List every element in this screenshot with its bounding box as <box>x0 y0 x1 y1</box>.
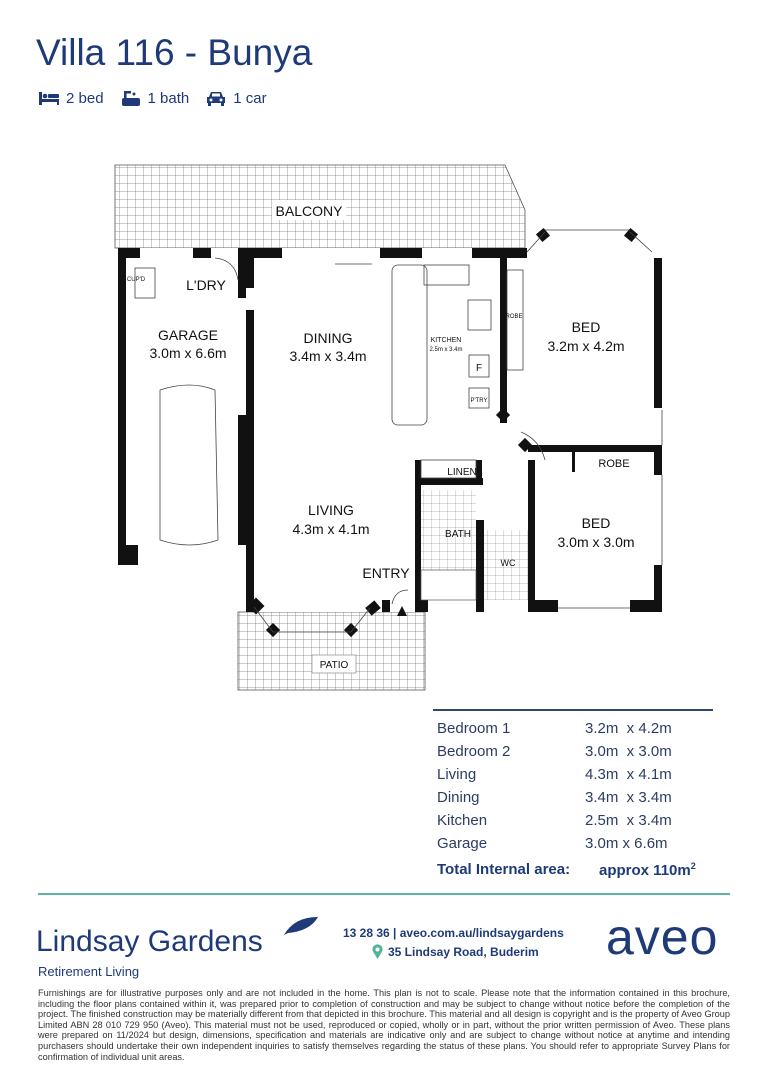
features-row: 2 bed 1 bath 1 car <box>38 89 267 107</box>
cupboard-label: CUP'D <box>127 277 146 283</box>
walls <box>118 227 662 638</box>
feature-label: 1 bath <box>147 89 190 107</box>
footer-divider <box>38 893 730 895</box>
room-size: 2.5m x 3.4m <box>585 812 672 829</box>
kitchen-label: KITCHEN <box>431 337 462 344</box>
room-name: Bedroom 2 <box>437 743 511 760</box>
kitchen-size: 2.5m x 3.4m <box>429 347 462 353</box>
fridge-label: F <box>476 363 482 374</box>
room-name: Bedroom 1 <box>437 720 511 737</box>
patio-label: PATIO <box>320 660 349 671</box>
brand-subtitle: Retirement Living <box>38 964 140 979</box>
laundry-label: L'DRY <box>186 277 226 293</box>
robe-label: ROBE <box>598 458 629 470</box>
table-row: Kitchen 2.5m x 3.4m <box>437 809 717 832</box>
pantry-label: P'TRY <box>470 398 487 404</box>
floor-plan: BALCONY PATIO <box>114 164 663 691</box>
feature-bed: 2 bed <box>38 89 104 107</box>
bed1-label: BED <box>572 319 601 335</box>
entry-label: ENTRY <box>362 565 410 581</box>
bed1-size: 3.2m x 4.2m <box>547 338 624 354</box>
address-line: 35 Lindsay Road, Buderim <box>372 944 539 959</box>
feature-car: 1 car <box>205 89 267 107</box>
room-size: 3.2m x 4.2m <box>585 720 672 737</box>
garage-size: 3.0m x 6.6m <box>149 345 226 361</box>
room-name: Living <box>437 766 477 783</box>
bed-icon <box>39 92 59 105</box>
total-value-wrap: approx 110m2 <box>599 861 696 879</box>
room-name: Kitchen <box>437 812 488 829</box>
dining-size: 3.4m x 3.4m <box>289 348 366 364</box>
disclaimer-text: Furnishings are for illustrative purpose… <box>38 988 730 1062</box>
contact-line[interactable]: 13 28 36 | aveo.com.au/lindsaygardens <box>343 926 564 940</box>
room-size: 3.0m x 3.0m <box>585 743 672 760</box>
page-title: Villa 116 - Bunya <box>36 32 313 73</box>
brand-name: Lindsay Gardens <box>36 925 263 958</box>
robe-small-label: ROBE <box>505 314 522 320</box>
table-row: Dining 3.4m x 3.4m <box>437 786 717 809</box>
feature-bath: 1 bath <box>120 89 190 107</box>
leaf-logo-icon <box>284 917 318 935</box>
bed2-label: BED <box>582 515 611 531</box>
total-value: approx 110m <box>599 862 691 879</box>
car-icon <box>207 92 226 106</box>
dining-label: DINING <box>304 330 353 346</box>
total-unit-sup: 2 <box>690 861 696 871</box>
living-size: 4.3m x 4.1m <box>292 521 369 537</box>
feature-label: 2 bed <box>66 89 104 107</box>
room-size: 4.3m x 4.1m <box>585 766 672 783</box>
table-row: Garage 3.0m x 6.6m <box>437 832 717 855</box>
table-row: Living 4.3m x 4.1m <box>437 763 717 786</box>
address-text: 35 Lindsay Road, Buderim <box>388 944 539 959</box>
feature-label: 1 car <box>233 89 267 107</box>
room-size: 3.4m x 3.4m <box>585 789 672 806</box>
table-rule <box>433 709 713 711</box>
aveo-logo: aveo <box>606 909 719 965</box>
location-pin-icon <box>372 944 383 959</box>
room-size: 3.0m x 6.6m <box>585 835 668 852</box>
bath-icon <box>121 91 140 106</box>
balcony-label: BALCONY <box>276 203 344 219</box>
bed2-size: 3.0m x 3.0m <box>557 534 634 550</box>
living-label: LIVING <box>308 502 354 518</box>
bath-label: BATH <box>445 529 471 540</box>
table-row: Bedroom 1 3.2m x 4.2m <box>437 717 717 740</box>
table-row: Bedroom 2 3.0m x 3.0m <box>437 740 717 763</box>
room-name: Garage <box>437 835 488 852</box>
wc-label: WC <box>501 558 516 568</box>
room-dimensions-table: Bedroom 1 3.2m x 4.2m Bedroom 2 3.0m x 3.0… <box>433 709 717 879</box>
total-label: Total Internal area: <box>437 861 571 878</box>
linen-label: LINEN <box>447 467 476 478</box>
patio-area <box>237 611 426 691</box>
garage-label: GARAGE <box>158 327 218 343</box>
room-name: Dining <box>437 789 480 806</box>
total-area: Total Internal area: approx 110m2 <box>437 861 717 879</box>
